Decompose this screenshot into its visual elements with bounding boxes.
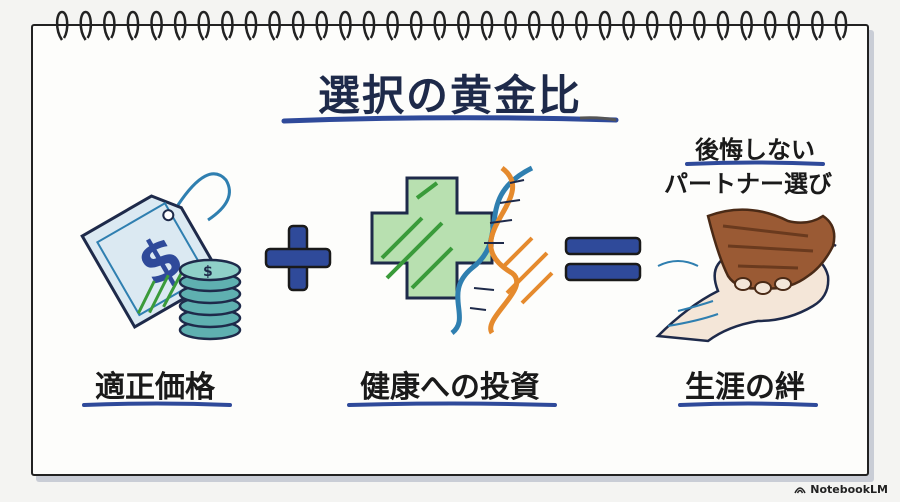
price-tag-coins-icon: $ $ (80, 172, 242, 341)
spiral-ring (669, 10, 682, 41)
item-label-bond: 生涯の絆 (685, 370, 805, 405)
spiral-ring (244, 10, 258, 41)
spiral-ring (291, 10, 305, 41)
spiral-ring (527, 10, 541, 41)
spiral-ring (834, 10, 848, 41)
spiral-ring (386, 10, 399, 41)
spiral-ring (362, 10, 376, 41)
spiral-ring (716, 10, 730, 41)
spiral-ring (197, 10, 210, 41)
spiral-ring (622, 10, 635, 41)
spiral-ring (740, 10, 753, 41)
item-underline-health (347, 401, 557, 407)
caption-underline-1 (685, 160, 825, 166)
spiral-ring (457, 10, 470, 41)
spiral-ring (645, 10, 659, 41)
spiral-ring (126, 10, 140, 41)
spiral-ring (173, 10, 187, 41)
svg-text:$: $ (203, 264, 213, 280)
item-label-health: 健康への投資 (360, 370, 540, 405)
spiral-ring (221, 10, 234, 41)
plus-operator (264, 224, 332, 292)
item-label-price: 適正価格 (95, 370, 215, 405)
spiral-ring (55, 10, 69, 41)
spiral-ring (79, 10, 92, 41)
item-underline-price (82, 401, 232, 407)
item-underline-bond (678, 401, 818, 407)
page-title: 選択の黄金比 (317, 71, 582, 120)
spiral-ring (763, 10, 777, 41)
spiral-ring (433, 10, 446, 41)
spiral-ring (811, 10, 824, 41)
spiral-ring (504, 10, 517, 41)
brand-text: NotebookLM (810, 483, 888, 496)
equals-operator (564, 236, 642, 282)
spiral-ring (551, 10, 564, 41)
health-cross-dna-icon (370, 165, 554, 335)
spiral-ring (598, 10, 612, 41)
brand-mark: NotebookLM (794, 483, 888, 496)
spiral-ring (103, 10, 116, 41)
spiral-ring (409, 10, 423, 41)
spiral-ring (315, 10, 328, 41)
spiral-ring (480, 10, 494, 41)
spiral-ring (268, 10, 281, 41)
caption-line-2: パートナー選び (664, 170, 832, 198)
title-underline (281, 115, 619, 124)
spiral-binding (55, 10, 848, 41)
spiral-ring (339, 10, 352, 41)
spiral-ring (575, 10, 588, 41)
hand-paw-icon (655, 208, 837, 343)
spiral-ring (693, 10, 706, 41)
spiral-ring (787, 10, 800, 41)
spiral-ring (150, 10, 163, 41)
caption-line-1: 後悔しない (695, 136, 815, 164)
notebooklm-logo-icon (794, 487, 806, 494)
